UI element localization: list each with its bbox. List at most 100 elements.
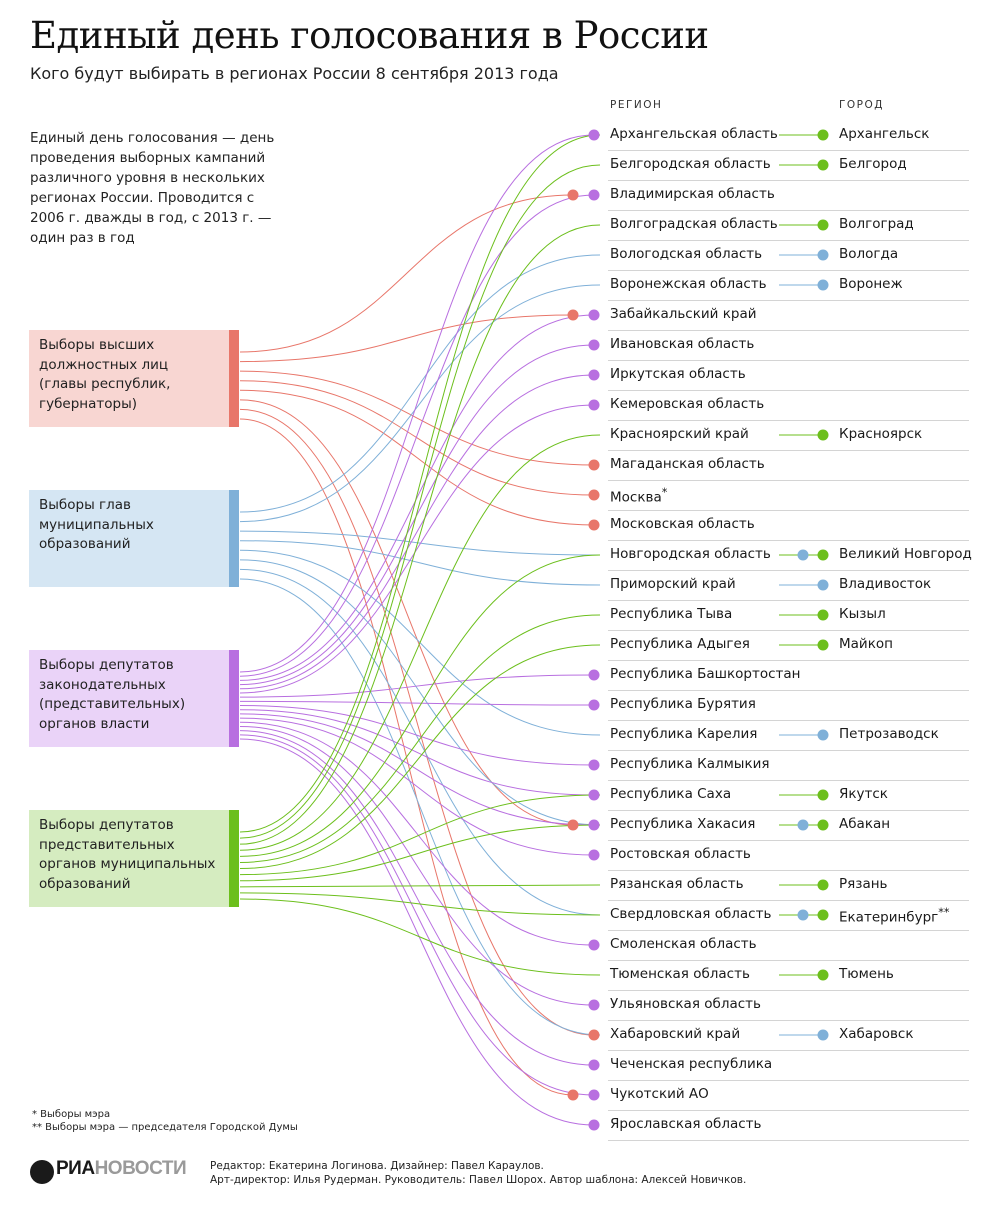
region-dot [588,939,600,951]
row-divider [608,660,969,661]
connection-line [239,404,595,694]
connection-line [239,374,595,690]
category-color-bar [229,810,239,907]
city-dot [817,549,829,561]
row-divider [608,840,969,841]
row-divider [608,480,969,481]
region-dot [588,1059,600,1071]
region-dot [588,819,600,831]
region-name: Чукотский АО [610,1086,709,1102]
region-name: Республика Хакасия [610,816,756,832]
category-label: Выборы высших должностных лиц (главы рес… [39,337,171,412]
region-dot [588,189,600,201]
category-municipal-heads: Выборы глав муниципальных образований [29,490,239,587]
ria-logo-icon [30,1160,54,1184]
region-name: Республика Карелия [610,726,758,742]
row-divider [608,900,969,901]
region-name: Республика Бурятия [610,696,756,712]
city-dot [817,249,829,261]
region-dot [588,1089,600,1101]
connection-line [239,730,595,1066]
region-name: Новгородская область [610,546,771,562]
region-dot [588,1029,600,1041]
connection-line [239,399,574,826]
city-dot [817,639,829,651]
page-title: Единый день голосования в России [30,14,709,57]
region-dot [588,789,600,801]
region-name: Тюменская область [610,966,750,982]
row-divider [608,150,969,151]
row-divider [608,390,969,391]
row-divider [608,1140,969,1141]
region-name: Архангельская область [610,126,778,142]
city-name: Абакан [839,816,891,832]
row-divider [608,570,969,571]
region-column-header: РЕГИОН [610,99,663,111]
row-divider [608,540,969,541]
region-name: Московская область [610,516,755,532]
city-dot [817,609,829,621]
region-name: Смоленская область [610,936,757,952]
city-name: Тюмень [839,966,894,982]
connection-line [239,164,601,839]
connection-line [239,721,595,946]
city-dot [817,129,829,141]
logo-text-part: НОВОСТИ [94,1158,187,1179]
connection-line [239,892,601,916]
city-dot [817,429,829,441]
region-dot [588,999,600,1011]
region-dot [588,699,600,711]
row-divider [608,360,969,361]
city-name: Вологда [839,246,899,262]
region-name: Красноярский край [610,426,749,442]
region-dot [588,339,600,351]
city-dot [817,909,829,921]
category-municipal-reps: Выборы депутатов представительных органо… [29,810,239,907]
city-dot [817,879,829,891]
city-name: Петрозаводск [839,726,939,742]
region-name: Магаданская область [610,456,765,472]
city-dot [817,279,829,291]
row-divider [608,330,969,331]
region-dot [588,459,600,471]
connection-line [239,700,595,706]
city-name: Красноярск [839,426,923,442]
city-name: Архангельск [839,126,930,142]
category-color-bar [229,490,239,587]
connection-line [239,408,595,1036]
region-name: Владимирская область [610,186,775,202]
category-color-bar [229,330,239,427]
connection-line [239,794,601,876]
city-dot [797,909,809,921]
connection-line [239,734,595,1096]
region-dot [588,399,600,411]
connection-line [239,705,595,766]
connection-line [239,898,601,976]
connection-line [239,314,595,681]
connection-line [239,254,601,513]
connection-line [239,380,595,496]
row-divider [608,750,969,751]
connection-line [239,434,601,851]
region-name: Вологодская область [610,246,763,262]
row-divider [608,240,969,241]
row-divider [608,1020,969,1021]
connection-line [239,884,601,888]
connection-line [239,709,595,796]
city-name: Екатеринбург** [839,906,950,926]
region-name: Ростовская область [610,846,751,862]
logo-text-part: РИА [56,1158,95,1179]
connection-line [239,568,601,916]
city-dot [797,549,809,561]
row-divider [608,270,969,271]
category-label: Выборы глав муниципальных образований [39,497,154,552]
region-name: Белгородская область [610,156,771,172]
city-name: Великий Новгород [839,546,972,562]
connection-line [239,134,601,833]
region-dot [588,309,600,321]
city-name: Рязань [839,876,888,892]
credits-line: Арт-директор: Илья Рудерман. Руководител… [210,1174,747,1186]
connection-line [239,738,595,1126]
region-dot [588,369,600,381]
connection-line [239,713,595,826]
